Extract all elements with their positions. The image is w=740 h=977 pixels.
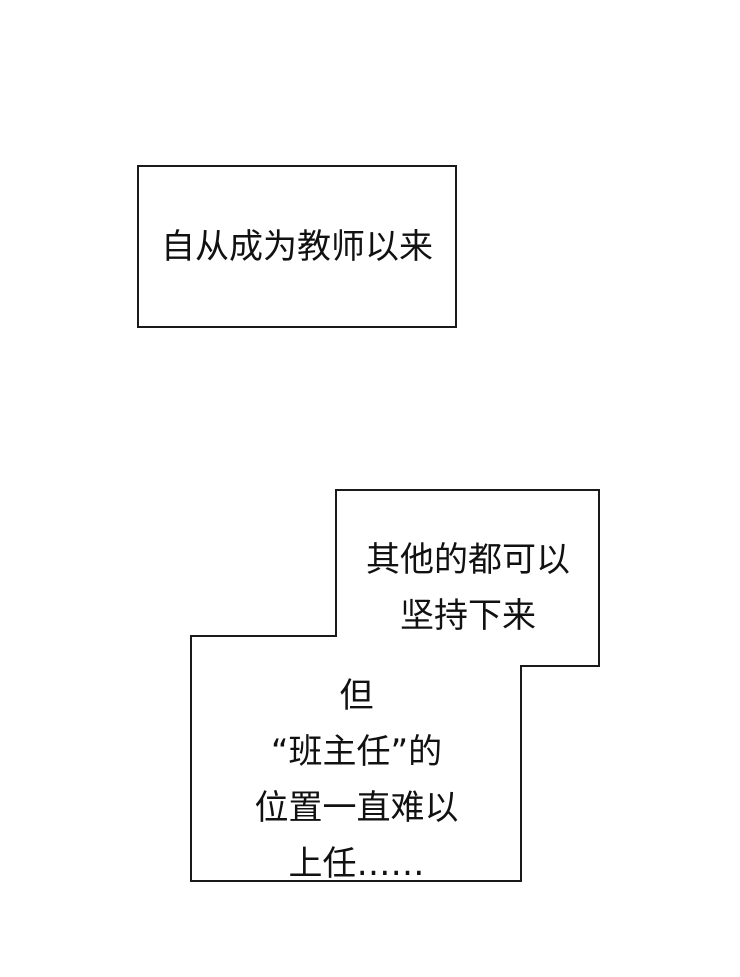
caption-line: 上任……: [288, 844, 425, 884]
caption-box-first: 自从成为教师以来: [137, 165, 457, 328]
caption-line: 其他的都可以: [366, 540, 570, 580]
caption-line: 但: [339, 676, 374, 716]
caption-line: 坚持下来: [400, 596, 536, 636]
caption-line: 位置一直难以: [254, 788, 459, 828]
caption-text-second-bottom: 但 “班主任”的 位置一直难以 上任……: [192, 668, 521, 892]
caption-box-second-outline: [190, 489, 600, 882]
caption-line: “班主任”的: [270, 732, 443, 772]
caption-text-second-top: 其他的都可以 坚持下来: [336, 532, 600, 644]
caption-text-first: 自从成为教师以来: [161, 226, 433, 267]
